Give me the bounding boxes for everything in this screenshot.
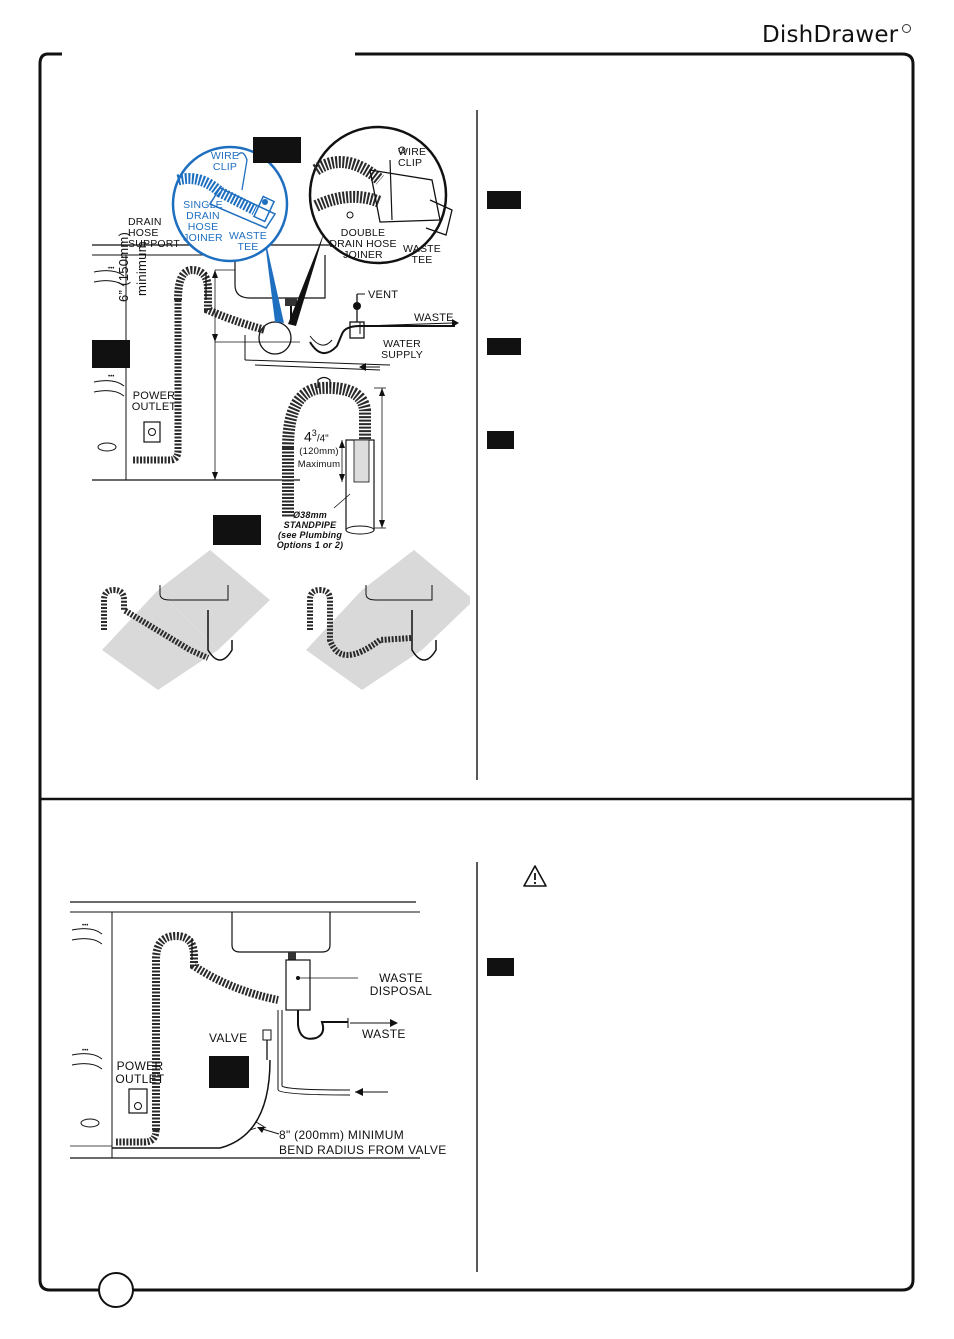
brand-name: DishDrawer: [762, 22, 899, 48]
bend-leader-arrow: [257, 1127, 280, 1135]
standpipe-depth-max: Maximum: [297, 459, 341, 470]
step-tag: [487, 431, 514, 449]
power-outlet-label-2: POWER OUTLET: [115, 1059, 165, 1086]
height-minimum-label-2: minimum: [134, 241, 149, 296]
waste-disposal-label: WASTE DISPOSAL: [369, 971, 433, 998]
svg-text:•••: •••: [108, 374, 114, 380]
double-joiner-label: DOUBLE DRAIN HOSE JOINER: [329, 227, 397, 261]
standpipe-label-4: Options 1 or 2): [276, 540, 344, 550]
bend-radius-label-1: 8" (200mm) MINIMUM: [279, 1128, 404, 1142]
valve-label: VALVE: [209, 1031, 248, 1045]
drain-hose-support-label: DRAIN HOSE SUPPORT: [128, 216, 180, 250]
single-joiner-label: SINGLE DRAIN HOSE JOINER: [183, 199, 223, 244]
water-supply-label: WATER SUPPLY: [381, 338, 423, 361]
drain-hose-diagram: ••• •••: [92, 125, 470, 690]
vent-label: VENT: [368, 289, 399, 301]
standpipe-depth: 43/4": [304, 428, 329, 445]
step-tag: [487, 338, 521, 355]
wire-clip-label-2: WIRE CLIP: [398, 146, 427, 169]
height-minimum-label: 6” (150mm): [116, 231, 131, 302]
step-tag: [92, 340, 130, 368]
registered-mark-icon: [902, 24, 911, 33]
bend-radius-label-2: BEND RADIUS FROM VALVE: [279, 1143, 447, 1157]
standpipe-depth-mm: (120mm): [299, 446, 339, 457]
waste-disposal-diagram: ••• •••: [70, 901, 420, 1159]
waste-tee-label-2: WASTE TEE: [403, 243, 441, 266]
waste-label: WASTE: [414, 312, 454, 324]
svg-text:•••: •••: [82, 923, 88, 929]
wire-clip-label: WIRE CLIP: [210, 150, 240, 173]
svg-text:•••: •••: [108, 266, 114, 272]
svg-text:•••: •••: [82, 1048, 88, 1054]
step-tag: [487, 958, 514, 976]
waste-tee-label: WASTE TEE: [229, 230, 267, 253]
waste-label-2: WASTE: [362, 1027, 406, 1041]
page-number-badge: [98, 1272, 134, 1308]
power-outlet-label: POWER OUTLET: [131, 390, 177, 413]
step-tag: [253, 137, 301, 163]
warning-triangle-icon: [523, 865, 547, 887]
step-tag: [213, 515, 261, 545]
standpipe-label-3: (see Plumbing: [277, 530, 343, 540]
standpipe-label-2: STANDPIPE: [283, 520, 337, 530]
standpipe-label-1: Ø38mm: [292, 510, 328, 520]
step-tag: [487, 191, 521, 209]
step-tag: [209, 1056, 249, 1088]
